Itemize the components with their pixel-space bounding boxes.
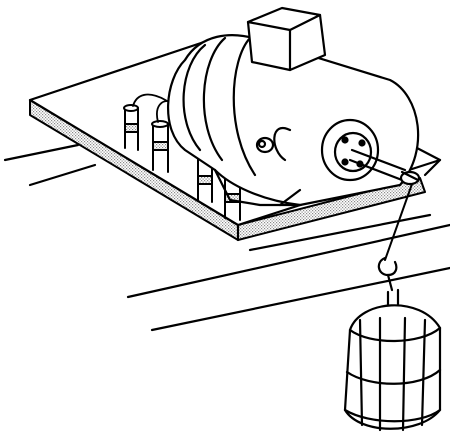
shaft <box>348 148 421 186</box>
rails <box>3 143 450 332</box>
terminal-box <box>246 6 327 72</box>
capacitors <box>123 104 241 221</box>
cable <box>384 183 413 261</box>
hook <box>377 256 398 292</box>
pulley-end <box>320 118 380 182</box>
weight-stack <box>343 288 442 432</box>
